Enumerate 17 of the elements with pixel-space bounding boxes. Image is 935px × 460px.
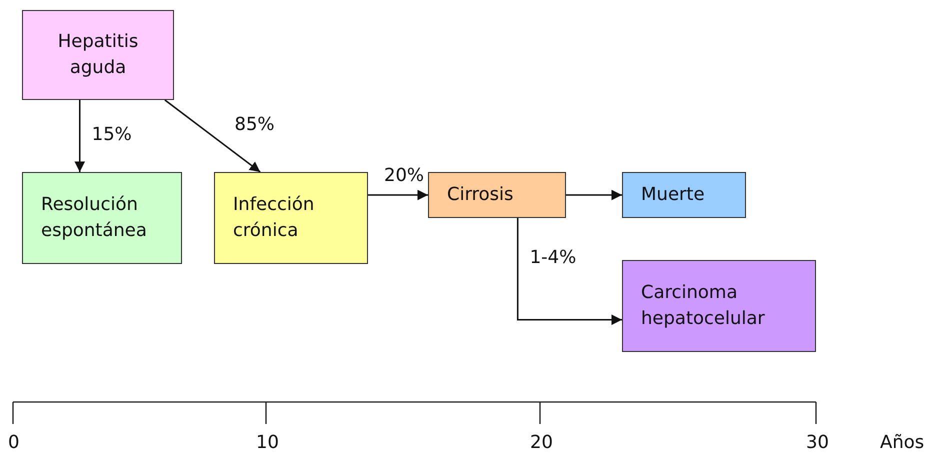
node-text: Infección crónica	[233, 192, 316, 243]
arrow	[566, 190, 622, 200]
process-box	[214, 172, 368, 264]
node-text: Resolución espontánea	[41, 192, 148, 243]
process-box	[622, 172, 746, 218]
arrow	[164, 99, 261, 173]
node-text: Muerte	[641, 182, 705, 207]
node-text: Carcinoma hepatocelular	[641, 280, 766, 331]
node-text: Cirrosis	[447, 182, 514, 207]
process-box	[22, 172, 182, 264]
process-box	[428, 172, 566, 218]
arrow	[368, 190, 428, 200]
arrow	[516, 218, 622, 326]
node-text: Hepatitis aguda	[56, 30, 140, 80]
arrow	[74, 100, 85, 172]
process-box	[622, 260, 816, 352]
process-box	[22, 10, 174, 100]
